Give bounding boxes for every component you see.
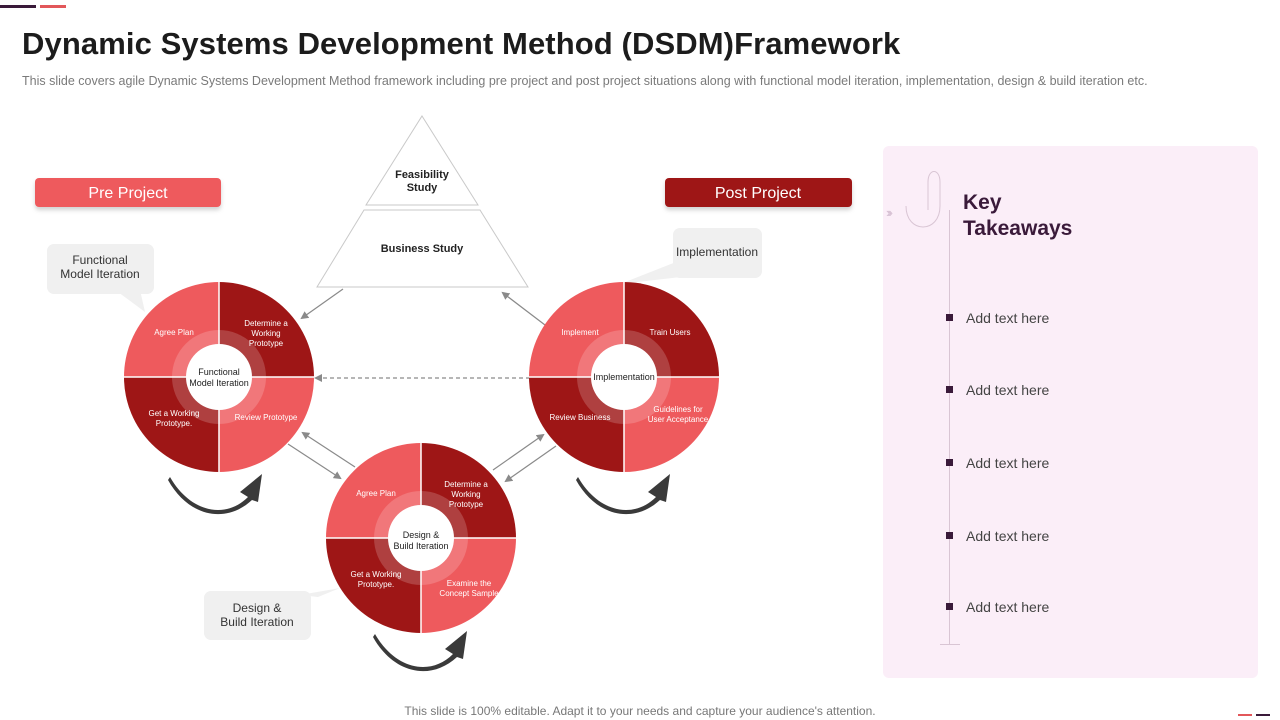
cycle-implementation-quadrant-br: [624, 377, 719, 472]
rotation-arrow-design-icon: [373, 631, 467, 672]
cycle-design-br-label-1: Examine the: [447, 579, 492, 588]
cycle-functional-tr-label-3: Prototype: [249, 339, 284, 348]
cycle-implementation-bl-label: Review Business: [550, 413, 611, 422]
rotation-arrow-implementation-icon: [576, 474, 670, 515]
cycle-functional: Functional Model Iteration Agree Plan De…: [124, 282, 314, 472]
key-takeaways-title-line-2: Takeaways: [963, 217, 1073, 240]
page-title: Dynamic Systems Development Method (DSDM…: [22, 26, 901, 61]
cycle-design-bl-label-2: Prototype.: [358, 580, 394, 589]
post-project-banner: Post Project: [665, 178, 852, 207]
cycle-functional-center-line-2: Model Iteration: [189, 378, 249, 388]
cycle-functional-tr-label-1: Determine a: [244, 319, 288, 328]
key-takeaways-title-line-1: Key: [963, 191, 1002, 214]
cycle-functional-center-line-1: Functional: [198, 367, 240, 377]
callout-implementation-label: Implementation: [676, 245, 758, 259]
key-takeaways-panel: [883, 146, 1258, 678]
cycle-functional-tl-label: Agree Plan: [154, 328, 194, 337]
cycle-design-quadrant-tr: [421, 443, 516, 538]
cycle-functional-quadrant-bl: [124, 377, 219, 472]
bottom-accent-red: [1238, 714, 1252, 716]
cycle-implementation: Implementation Implement Train Users Rev…: [529, 282, 719, 472]
cycle-design-quadrant-br: [421, 538, 516, 633]
arrow-design-to-functional: [301, 431, 356, 468]
hook-line-icon: [905, 171, 941, 228]
arrow-implementation-to-design: [504, 445, 557, 483]
arrow-functional-to-design: [287, 443, 342, 480]
callout-functional-line-2: Model Iteration: [60, 267, 139, 281]
pre-project-label: Pre Project: [88, 185, 168, 202]
cycle-design: Design & Build Iteration Agree Plan Dete…: [326, 443, 516, 633]
top-accent-dark: [0, 5, 36, 8]
cycle-implementation-tl-label: Implement: [561, 328, 599, 337]
cycle-design-quadrant-tl: [326, 443, 421, 538]
connectors: [287, 288, 557, 483]
pyramid-bottom-label: Business Study: [381, 243, 464, 255]
takeaways-timeline: [949, 210, 950, 644]
takeaway-bullet: [946, 459, 953, 466]
pyramid: Feasibility Study Business Study: [316, 115, 529, 288]
pre-project-banner: Pre Project: [35, 178, 221, 207]
cycle-implementation-center: [591, 344, 657, 410]
cycle-design-center-line-1: Design &: [403, 530, 440, 540]
callout-functional: Functional Model Iteration: [47, 244, 154, 312]
callout-design-line-2: Build Iteration: [220, 615, 293, 629]
post-project-label: Post Project: [715, 185, 802, 202]
cycle-implementation-tr-label: Train Users: [649, 328, 690, 337]
cycle-implementation-br-label-2: User Acceptance: [648, 415, 709, 424]
cycle-functional-quadrant-tl: [124, 282, 219, 377]
page-subtitle: This slide covers agile Dynamic Systems …: [22, 74, 1148, 88]
cycle-design-br-label-2: Concept Sample: [439, 589, 499, 598]
top-accent-red: [40, 5, 66, 8]
arrow-business-to-functional: [300, 288, 344, 320]
cycle-functional-center: [186, 344, 252, 410]
cycle-functional-quadrant-br: [219, 377, 314, 472]
cycle-functional-tr-label-2: Working: [251, 329, 280, 338]
pyramid-top-label-2: Study: [407, 182, 438, 194]
cycle-implementation-quadrant-tr: [624, 282, 719, 377]
takeaway-bullet: [946, 532, 953, 539]
arrow-design-to-implementation: [492, 433, 545, 471]
cycle-implementation-center-label: Implementation: [593, 372, 655, 382]
cycle-functional-bl-label-2: Prototype.: [156, 419, 192, 428]
callout-design: Design & Build Iteration: [204, 588, 340, 640]
takeaway-item: Add text here: [966, 599, 1050, 615]
cycle-implementation-br-label-1: Guidelines for: [653, 405, 703, 414]
footer-note: This slide is 100% editable. Adapt it to…: [404, 704, 876, 718]
dsdm-diagram: Feasibility Study Business Study Pre Pro…: [35, 115, 852, 672]
callout-implementation: Implementation: [620, 228, 762, 284]
takeaway-item: Add text here: [966, 310, 1050, 326]
cycle-design-tl-label: Agree Plan: [356, 489, 396, 498]
pyramid-top: [365, 115, 479, 206]
cycle-implementation-quadrant-bl: [529, 377, 624, 472]
cycle-design-tr-label-2: Working: [451, 490, 480, 499]
pyramid-bottom: [316, 209, 529, 288]
takeaway-item: Add text here: [966, 382, 1050, 398]
takeaway-item: Add text here: [966, 528, 1050, 544]
cycle-design-tr-label-3: Prototype: [449, 500, 484, 509]
takeaway-bullet: [946, 314, 953, 321]
callout-design-line-1: Design &: [233, 601, 282, 615]
cycle-functional-br-label: Review Prototype: [235, 413, 298, 422]
takeaways-timeline-cap: [940, 644, 960, 645]
cycle-implementation-quadrant-tl: [529, 282, 624, 377]
key-takeaways-title: Key Takeaways: [963, 190, 1123, 242]
cycle-functional-bl-label-1: Get a Working: [149, 409, 200, 418]
cycle-design-center-line-2: Build Iteration: [393, 541, 448, 551]
cycle-design-bl-label-1: Get a Working: [351, 570, 402, 579]
takeaway-bullet: [946, 386, 953, 393]
cycle-functional-quadrant-tr: [219, 282, 314, 377]
cycle-design-center: [388, 505, 454, 571]
bottom-accent-dark: [1256, 714, 1270, 716]
rotation-arrow-functional-icon: [168, 474, 262, 515]
cycle-design-quadrant-bl: [326, 538, 421, 633]
pyramid-top-label-1: Feasibility: [395, 169, 450, 181]
callout-functional-line-1: Functional: [72, 253, 127, 267]
takeaway-bullet: [946, 603, 953, 610]
arrow-implementation-to-business: [501, 291, 546, 326]
chevrons-icon: ›››: [886, 205, 893, 220]
cycle-design-tr-label-1: Determine a: [444, 480, 488, 489]
takeaway-item: Add text here: [966, 455, 1050, 471]
